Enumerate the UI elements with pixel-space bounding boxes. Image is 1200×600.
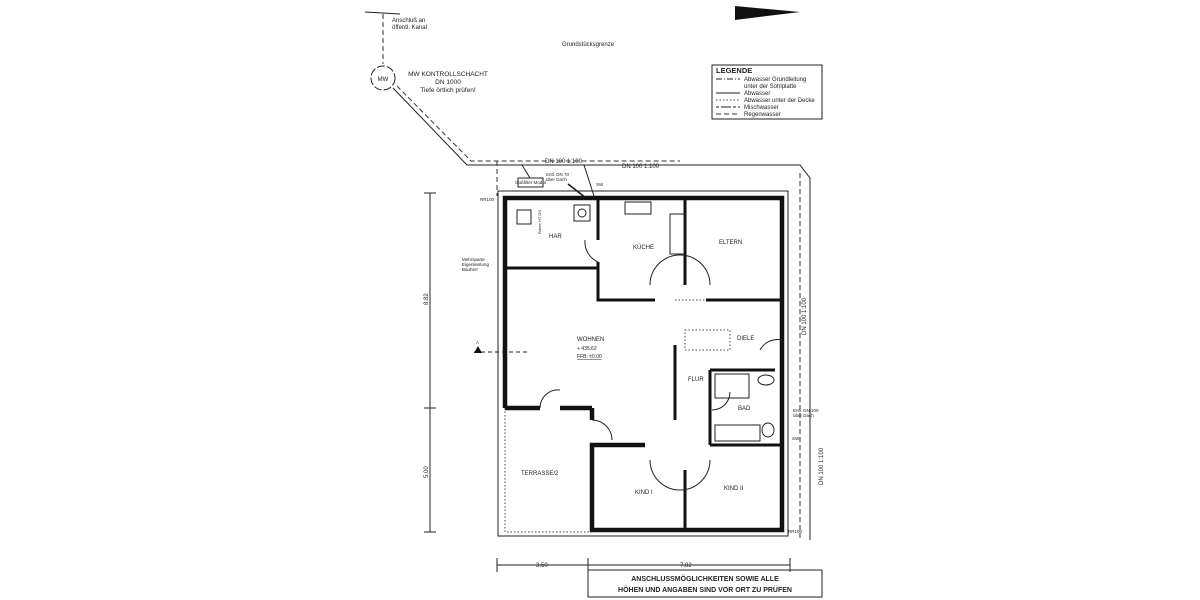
room-kueche: KÜCHE — [633, 244, 654, 251]
vent-right-1: Entl. DN 100 — [793, 408, 819, 413]
legend-item-4: Mischwasser — [744, 105, 779, 111]
shaft-label-2: DN 1000 — [435, 79, 461, 86]
legend-item-3: Abwasser unter der Decke — [744, 98, 815, 104]
dim-bottom-right: 7.82 — [680, 563, 692, 569]
boundary-line — [364, 11, 401, 15]
legend-item-1b: unter der Sohlplatte — [744, 84, 797, 90]
branch-pipe — [521, 164, 531, 179]
rainwater-pipe — [396, 85, 680, 162]
dn-top-1: DN 100 1:100 — [545, 159, 583, 165]
legend: LEGENDE Abwasser Grundleitung unter der … — [711, 64, 823, 120]
room-kind1: KIND I — [635, 490, 653, 496]
vent-top-1: Entl. DN 70 — [546, 172, 570, 177]
room-wohnen: WOHNEN — [577, 337, 604, 343]
room-eltern: ELTERN — [719, 240, 742, 246]
ventilation-2: Eigenleistung — [462, 262, 490, 267]
building-walls — [474, 190, 789, 537]
ffb-label: FFB: ±0.00 — [577, 354, 602, 360]
vent-top-2: über Dach — [546, 177, 567, 182]
connection-label-2: öffentl. Kanal — [392, 25, 427, 31]
legend-title: LEGENDE — [716, 66, 752, 75]
legend-item-2: Abwasser — [744, 91, 770, 97]
legend-item-1: Abwasser Grundleitung — [744, 77, 806, 83]
dn-right-1: DN 100 1:100 — [802, 297, 808, 335]
note-line-1: ANSCHLUSSMÖGLICHKEITEN SOWIE ALLE — [631, 574, 779, 583]
sw-top: SW — [596, 182, 604, 187]
shaft-label-1: MW KONTROLLSCHACHT — [408, 71, 488, 78]
section-mark: A — [476, 340, 479, 345]
module-label: Gußfilter Modul — [515, 180, 546, 185]
ventilation-1: Mehrsparte — [462, 257, 485, 262]
room-flur: FLUR — [688, 377, 704, 383]
room-diele: DIELE — [737, 336, 754, 342]
vent-right-2: über Dach — [793, 413, 814, 418]
dim-bottom-left: 3.50 — [536, 563, 548, 569]
filter-module — [517, 177, 544, 188]
room-bad: BAD — [738, 406, 751, 412]
ppe-label: Rohre HT DN — [537, 210, 542, 234]
room-kind2: KIND II — [724, 486, 744, 492]
sewer-pipe — [392, 87, 811, 540]
dimension-lines — [424, 192, 791, 572]
room-har: HAR — [549, 234, 562, 240]
dim-left-lower: 5.00 — [424, 466, 430, 478]
rr-right: RR100 — [788, 529, 803, 534]
north-arrow-icon — [735, 6, 800, 20]
note-line-2: HÖHEN UND ANGABEN SIND VOR ORT ZU PRÜFEN — [618, 585, 792, 594]
rr-left: RR100 — [480, 197, 495, 202]
sw-right: SW — [792, 436, 800, 441]
shaft-label-3: Tiefe örtlich prüfen! — [420, 87, 476, 94]
note-box — [587, 569, 823, 598]
dn-right-2: DN 100 1:100 — [819, 447, 825, 485]
dn-top-2: DN 100 1:100 — [622, 164, 660, 170]
room-terrasse: TERRASSE/2 — [521, 471, 559, 477]
boundary-label: Grundstücksgrenze — [562, 42, 615, 48]
ventilation-3: Bauherr — [462, 267, 479, 272]
connection-label-1: Anschluß an — [392, 18, 425, 24]
shaft-symbol: MW — [378, 77, 389, 83]
level-label: + 435.62 — [577, 346, 597, 352]
legend-item-5: Regenwasser — [744, 112, 781, 118]
control-shaft-icon — [370, 65, 396, 91]
dim-left-upper: 8.82 — [424, 293, 430, 305]
